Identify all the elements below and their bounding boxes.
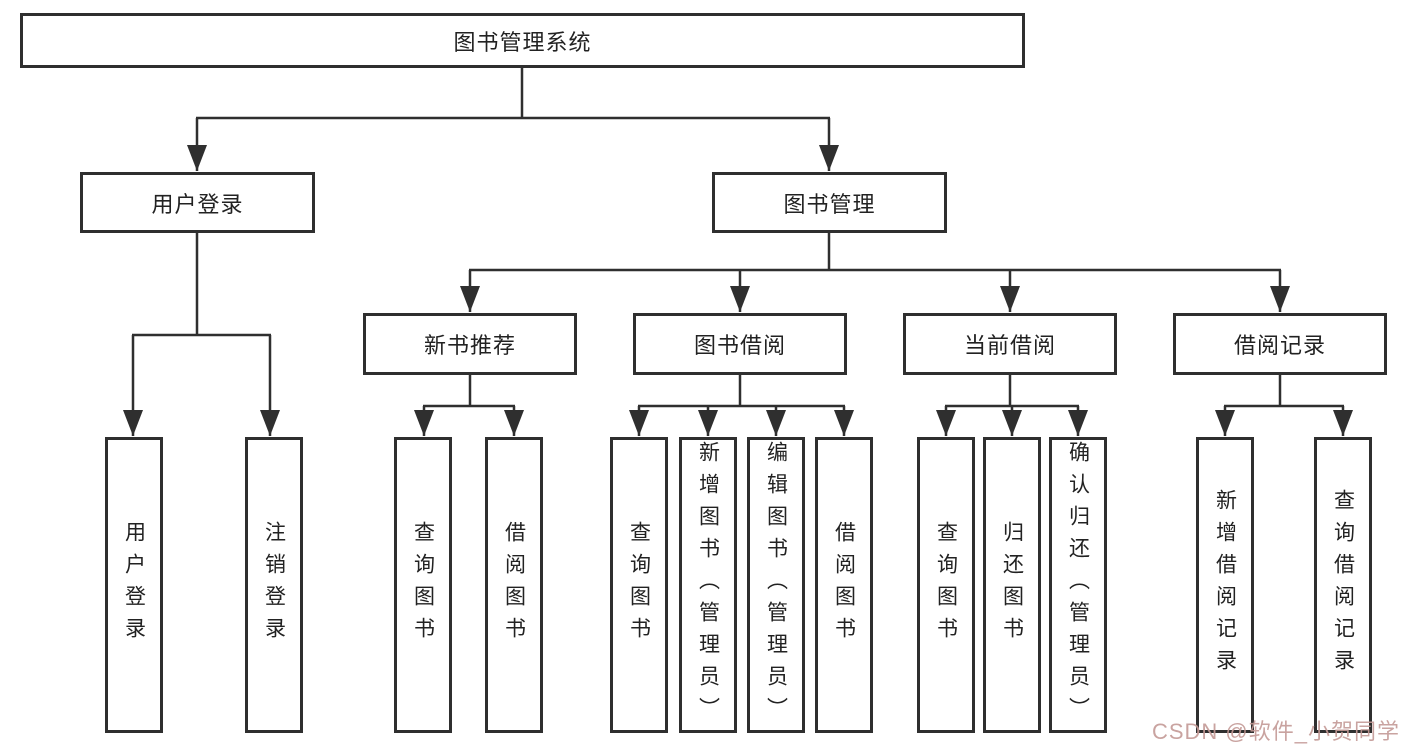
node-borrowing-records: 借阅记录 bbox=[1173, 313, 1387, 375]
leaf-label: 编辑图书（管理员） bbox=[764, 441, 788, 729]
node-user-login: 用户登录 bbox=[80, 172, 315, 233]
leaf-label: 用户登录 bbox=[122, 521, 146, 649]
node-new-book-recommendation: 新书推荐 bbox=[363, 313, 577, 375]
node-root: 图书管理系统 bbox=[20, 13, 1025, 68]
leaf-label: 借阅图书 bbox=[832, 521, 856, 649]
node-book-management: 图书管理 bbox=[712, 172, 947, 233]
node-book-borrowing: 图书借阅 bbox=[633, 313, 847, 375]
leaf-label: 新增借阅记录 bbox=[1213, 489, 1237, 681]
leaf-query-borrow-record: 查询借阅记录 bbox=[1314, 437, 1372, 733]
leaf-add-borrow-record: 新增借阅记录 bbox=[1196, 437, 1254, 733]
leaf-return-books: 归还图书 bbox=[983, 437, 1041, 733]
leaf-label: 归还图书 bbox=[1000, 521, 1024, 649]
leaf-borrow-books-recommend: 借阅图书 bbox=[485, 437, 543, 733]
leaf-logout: 注销登录 bbox=[245, 437, 303, 733]
leaf-query-books-recommend: 查询图书 bbox=[394, 437, 452, 733]
leaf-label: 借阅图书 bbox=[502, 521, 526, 649]
leaf-edit-books-admin: 编辑图书（管理员） bbox=[747, 437, 805, 733]
leaf-label: 新增图书（管理员） bbox=[696, 441, 720, 729]
leaf-label: 查询图书 bbox=[934, 521, 958, 649]
node-current-borrowing: 当前借阅 bbox=[903, 313, 1117, 375]
leaf-borrow-books-borrowing: 借阅图书 bbox=[815, 437, 873, 733]
leaf-label: 查询图书 bbox=[627, 521, 651, 649]
watermark: CSDN @软件_小贺同学 bbox=[1151, 719, 1400, 744]
leaf-label: 确认归还（管理员） bbox=[1066, 441, 1090, 729]
leaf-query-books-current: 查询图书 bbox=[917, 437, 975, 733]
leaf-label: 查询图书 bbox=[411, 521, 435, 649]
leaf-user-login: 用户登录 bbox=[105, 437, 163, 733]
leaf-confirm-return-admin: 确认归还（管理员） bbox=[1049, 437, 1107, 733]
leaf-add-books-admin: 新增图书（管理员） bbox=[679, 437, 737, 733]
leaf-query-books-borrowing: 查询图书 bbox=[610, 437, 668, 733]
leaf-label: 注销登录 bbox=[262, 521, 286, 649]
leaf-label: 查询借阅记录 bbox=[1331, 489, 1355, 681]
